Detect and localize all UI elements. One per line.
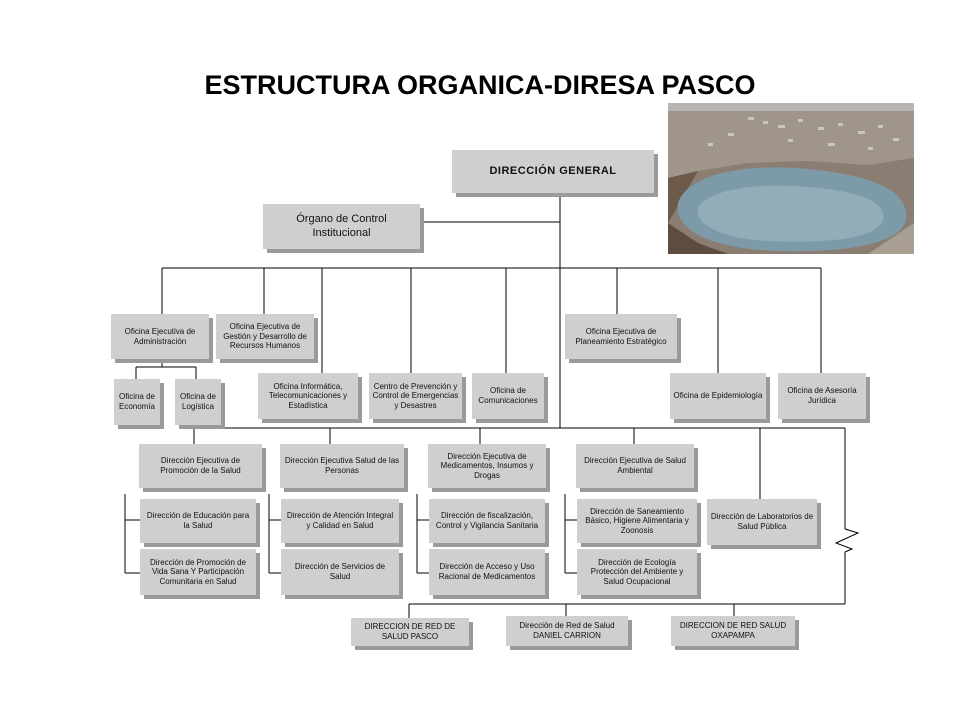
node-oficina-planeamiento: Oficina Ejecutiva de Planeamiento Estrat… bbox=[565, 314, 677, 359]
page-title: ESTRUCTURA ORGANICA-DIRESA PASCO bbox=[204, 70, 756, 100]
node-oficina-asesoria: Oficina de Asesoría Jurídica bbox=[778, 373, 866, 419]
node-de-salud-personas: Dirección Ejecutiva Salud de las Persona… bbox=[280, 444, 404, 488]
node-oficina-informatica: Oficina Informática, Telecomunicaciones … bbox=[258, 373, 358, 419]
node-oficina-epidemiologia: Oficina de Epidemiología bbox=[670, 373, 766, 419]
node-de-medicamentos: Dirección Ejecutiva de Medicamentos, Ins… bbox=[428, 444, 546, 488]
node-red-pasco: DIRECCION DE RED DE SALUD PASCO bbox=[351, 618, 469, 646]
node-oficina-logistica: Oficina de Logística bbox=[175, 379, 221, 425]
node-d-educacion: Dirección de Educación para la Salud bbox=[140, 499, 256, 543]
node-oficina-gestion-rrhh: Oficina Ejecutiva de Gestión y Desarroll… bbox=[216, 314, 314, 359]
node-de-promocion-salud: Dirección Ejecutiva de Promoción de la S… bbox=[139, 444, 262, 488]
node-centro-prevencion: Centro de Prevención y Control de Emerge… bbox=[369, 373, 462, 419]
lagoon-photo bbox=[668, 103, 914, 254]
node-d-ecologia: Dirección de Ecología Protección del Amb… bbox=[577, 549, 697, 595]
node-oficina-administracion: Oficina Ejecutiva de Administración bbox=[111, 314, 209, 359]
node-red-carrion: Dirección de Red de Salud DANIEL CARRION bbox=[506, 616, 628, 646]
node-d-laboratorios: Dirección de Laboratorios de Salud Públi… bbox=[707, 499, 817, 545]
node-oficina-comunicaciones: Oficina de Comunicaciones bbox=[472, 373, 544, 419]
node-red-oxapampa: DIRECCION DE RED SALUD OXAPAMPA bbox=[671, 616, 795, 646]
node-d-fiscalizacion: Dirección de fiscalización, Control y Vi… bbox=[429, 499, 545, 543]
node-direccion-general: DIRECCIÓN GENERAL bbox=[452, 150, 654, 193]
node-d-saneamiento: Dirección de Saneamiento Básico, Higiene… bbox=[577, 499, 697, 543]
node-oficina-economia: Oficina de Economía bbox=[114, 379, 160, 425]
node-d-atencion: Dirección de Atención Integral y Calidad… bbox=[281, 499, 399, 543]
node-organo-control: Órgano de Control Institucional bbox=[263, 204, 420, 249]
node-d-promocion-vida: Dirección de Promoción de Vida Sana Y Pa… bbox=[140, 549, 256, 595]
node-d-servicios: Dirección de Servicios de Salud bbox=[281, 549, 399, 595]
lagoon-photo-image bbox=[668, 103, 914, 254]
node-d-acceso: Dirección de Acceso y Uso Racional de Me… bbox=[429, 549, 545, 595]
node-de-salud-ambiental: Dirección Ejecutiva de Salud Ambiental bbox=[576, 444, 694, 488]
